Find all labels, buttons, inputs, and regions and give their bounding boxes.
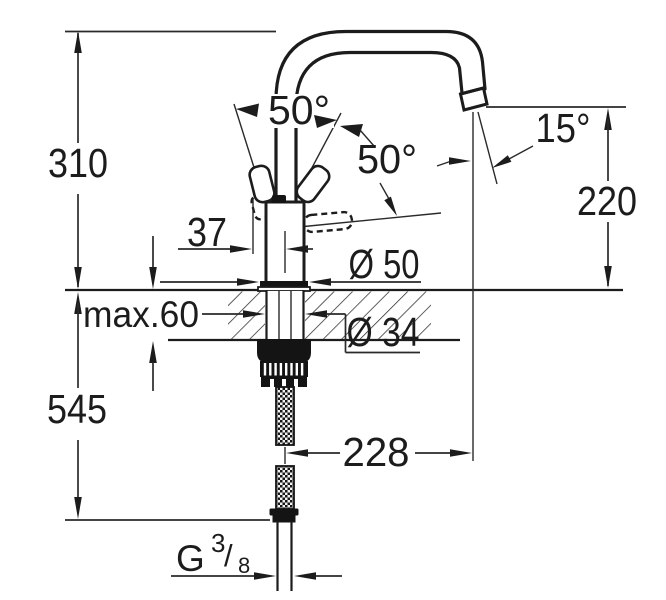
hose-connector-nut: [272, 515, 296, 523]
angle-50-left-label: 50°: [268, 87, 330, 133]
faucet-body: [257, 195, 311, 292]
lever-axis-down-line: [298, 212, 442, 228]
hose-lower-segment: [275, 465, 295, 510]
shank-clearance: [267, 291, 303, 339]
dimension-labels: 310 545 220 228 37 max.60 Ø 50 Ø 34 50° …: [47, 87, 637, 579]
lever-pivot-tab: [272, 195, 286, 203]
base-flange: [260, 281, 308, 287]
faucet-outline: [233, 29, 489, 591]
faucet-spout: [274, 29, 489, 204]
countertop-section: [65, 288, 623, 342]
thread-prefix: G: [176, 538, 205, 579]
thread-denominator: 8: [238, 553, 250, 578]
mounting-nut: [257, 339, 311, 387]
supply-tube: [276, 521, 293, 591]
mounting-shank: [265, 290, 305, 340]
angle-50-right-label: 50°: [357, 136, 417, 182]
dim-545-label: 545: [47, 386, 107, 432]
supply-hose: [269, 386, 299, 523]
dimension-graphics: [65, 30, 626, 580]
lever-position-upright: [295, 164, 331, 204]
thread-g38-label: G 3 / 8: [176, 528, 250, 579]
dim-dia50-label: Ø 50: [349, 241, 420, 287]
dim-220-label: 220: [577, 178, 637, 224]
spout-outer-line: [274, 29, 487, 204]
angle-15-label: 15°: [536, 105, 591, 151]
hose-upper-segment: [275, 386, 295, 446]
dim-dia34-label: Ø 34: [347, 309, 420, 355]
hose-connector-flange: [269, 508, 299, 516]
label-mask: [355, 146, 421, 176]
thread-slash: /: [224, 538, 233, 573]
nut-serrations: [263, 363, 304, 376]
spout-inner-line: [294, 50, 464, 204]
dim-max60-label: max.60: [83, 294, 199, 335]
thread-numerator: 3: [211, 528, 225, 558]
dim-228-label: 228: [343, 429, 410, 475]
spout-tip-joint-line: [458, 86, 486, 96]
dim-37-label: 37: [187, 209, 227, 255]
dim-310-label: 310: [48, 140, 108, 186]
